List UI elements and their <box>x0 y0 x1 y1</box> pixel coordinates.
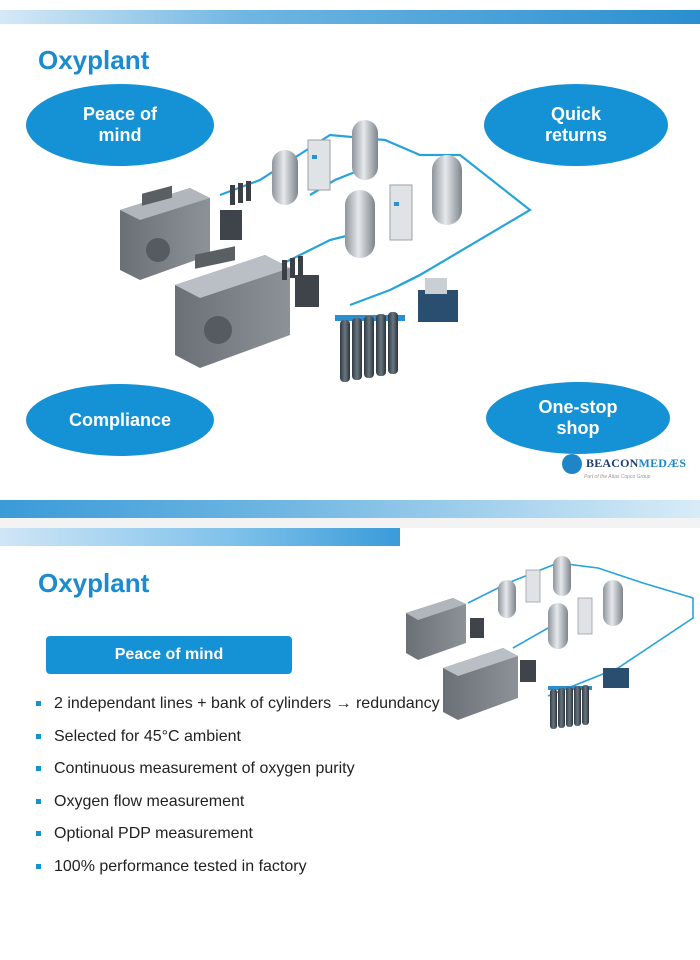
peace-of-mind-pill: Peace of mind <box>46 636 292 674</box>
oval-label: One-stop shop <box>538 397 618 438</box>
bullet-item: Oxygen flow measurement <box>36 792 440 825</box>
logo-tagline: Part of the Atlas Copco Group <box>584 474 651 480</box>
booster-unit <box>418 278 458 322</box>
bullet-item: Continuous measurement of oxygen purity <box>36 759 440 792</box>
bullet-item: 100% performance tested in factory <box>36 857 440 890</box>
oval-label: Peace of mind <box>82 104 158 145</box>
oval-label: Compliance <box>68 409 172 430</box>
bullet-item: 2 independant lines + bank of cylinders … <box>36 694 440 727</box>
bullet-item: Selected for 45°C ambient <box>36 727 440 760</box>
compressor-1 <box>120 185 242 280</box>
logo-mark-icon <box>562 454 582 474</box>
logo-wordmark: BEACONMEDÆS <box>586 456 687 470</box>
slide-title: Oxyplant <box>38 45 150 75</box>
slide-2: Oxyplant Peace of mind 2 <box>0 528 700 960</box>
slide-bottom-band <box>0 500 700 520</box>
slide-top-band <box>0 528 400 546</box>
beaconmedaes-logo: BEACONMEDÆS Part of the Atlas Copco Grou… <box>562 454 686 488</box>
compliance-oval: Compliance <box>26 384 214 456</box>
compressor-2 <box>175 246 319 368</box>
bullet-item: Optional PDP measurement <box>36 824 440 857</box>
peace-of-mind-oval: Peace of mind <box>26 84 214 166</box>
air-receiver-tanks <box>272 120 462 258</box>
oxygen-plant-illustration-small <box>406 556 694 729</box>
one-stop-shop-oval: One-stop shop <box>486 382 670 454</box>
oval-label: Quick returns <box>544 104 607 145</box>
slide-top-band <box>0 10 700 24</box>
feature-bullet-list: 2 independant lines + bank of cylinders … <box>36 694 440 889</box>
slide-divider <box>0 518 700 530</box>
oxygen-plant-illustration <box>120 120 532 382</box>
slide-title: Oxyplant <box>38 568 150 598</box>
cylinder-bank <box>335 312 405 382</box>
quick-returns-oval: Quick returns <box>484 84 668 166</box>
slide-1: Oxyplant Peace of mind Quick returns Com… <box>0 10 700 520</box>
